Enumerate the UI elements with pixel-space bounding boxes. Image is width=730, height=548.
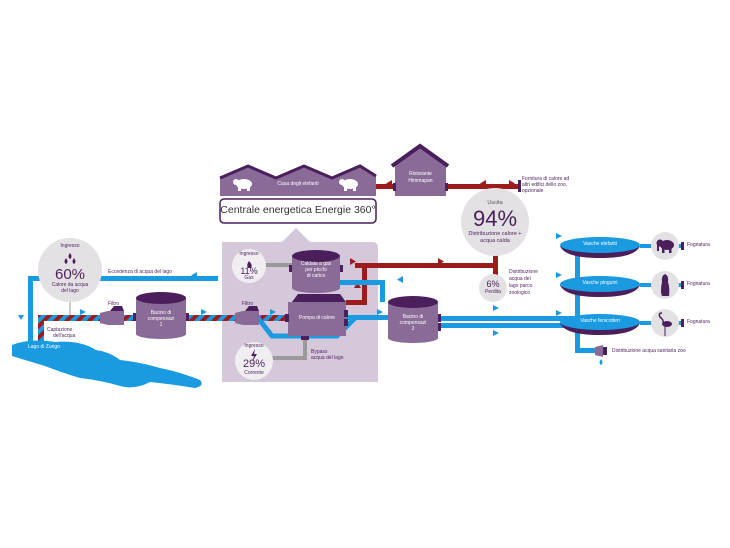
output-desc-1: Distribuzione calore + <box>468 231 522 237</box>
lake-input-percent: 60% <box>54 266 86 283</box>
filter-2 <box>235 306 259 325</box>
restaurant-label-1: Ristorante <box>409 171 432 177</box>
heat-supply-note-1: Fornitura di calore ad <box>522 176 570 182</box>
loss-label: Perdita <box>485 289 501 295</box>
pool-flamingos <box>560 314 640 335</box>
heat-pump-label: Pompa di calore <box>298 315 336 321</box>
penguin-icon <box>661 274 670 296</box>
water-intake-label-1: Captazione <box>47 327 73 333</box>
zoo-water-dist-1: Distribuzione <box>509 269 538 275</box>
lightning-icon <box>251 349 257 362</box>
flamingo-icon <box>658 312 672 336</box>
outlet-label-0: Fognatura <box>687 242 710 248</box>
filter-1 <box>100 306 124 325</box>
pool-label-0: Vasche elefanti <box>583 241 617 247</box>
lake-overflow-label: Eccedenza di acqua del lago <box>108 269 172 275</box>
elephant-house-icon-left <box>233 179 252 191</box>
elephant-house <box>219 164 377 196</box>
outlet-label-1: Fognatura <box>687 281 710 287</box>
lake-zurich <box>12 340 202 388</box>
pool-label-2: Vasche fenicotteri <box>580 318 620 324</box>
boiler-label-2: per picchi <box>305 267 327 273</box>
loss-circle <box>479 274 507 302</box>
bypass-label-1: Bypass <box>311 349 328 355</box>
basin-2-label-1: Bacino di <box>402 314 424 320</box>
power-pipe <box>272 336 307 360</box>
heat-supply-note-2: altri edifici dello zoo, <box>522 182 568 188</box>
power-input-label: Ingresso <box>244 343 264 349</box>
pool-elephants <box>560 237 640 258</box>
basin-1 <box>133 292 189 339</box>
lake-input-desc-1: Calore da acqua <box>51 282 89 288</box>
zoo-water-dist-4: zoologico <box>509 290 531 296</box>
lake-input-circle <box>38 238 102 302</box>
page-title: Centrale energetica Energie 360° <box>220 204 376 216</box>
basin-1-label-2: compensazi <box>147 316 175 322</box>
elephant-house-icon-right <box>339 179 358 191</box>
restaurant-building <box>390 143 450 196</box>
heat-supply-note-3: opzionale <box>522 188 544 194</box>
heat-pump <box>285 294 348 340</box>
outlet-label-2: Fognatura <box>687 319 710 325</box>
pool-label-1: Vasche pinguini <box>582 280 618 286</box>
zoo-water-dist-3: lago parco <box>509 283 533 289</box>
gas-boiler <box>289 250 343 293</box>
gas-input-label: Ingresso <box>239 251 259 257</box>
restaurant-label-2: Himmapan <box>408 178 433 184</box>
output-circle <box>461 188 529 256</box>
gas-pipe <box>262 263 292 267</box>
basin-1-label-1: Bacino di <box>150 310 172 316</box>
lake-input-desc-2: del lago <box>61 288 79 294</box>
basin-2-label-3: 2 <box>411 326 415 332</box>
lake-input-label: Ingresso <box>60 243 80 249</box>
sanitary-label: Distribuzione acqua sanitaria zoo <box>612 348 686 354</box>
lake-name-label: Lago di Zurigo <box>28 344 60 350</box>
power-input-percent: 29% <box>242 358 266 370</box>
output-label: Uscita <box>487 200 503 206</box>
bypass-label-2: acqua del lago <box>311 355 344 361</box>
gas-input-percent: 11% <box>240 266 258 276</box>
sanitary-tap-icon <box>595 345 607 365</box>
output-desc-2: acqua calda <box>480 238 510 244</box>
water-drops-icon <box>64 253 76 264</box>
boiler-label-3: di carico <box>306 273 326 279</box>
elephant-icon <box>656 239 674 253</box>
title-box <box>219 198 377 224</box>
filter-2-label: Filtro <box>242 301 254 307</box>
basin-1-label-3: 1 <box>159 322 163 328</box>
basin-2 <box>388 296 441 343</box>
output-percent: 94% <box>472 206 518 231</box>
gas-input-desc: Gas <box>244 275 254 281</box>
zoo-water-dist-2: acqua del <box>509 276 531 282</box>
filter-1-label: Filtro <box>108 301 120 307</box>
power-input-desc: Corrente <box>244 370 264 376</box>
water-intake-label-2: dell'acqua <box>53 333 76 339</box>
pool-penguins <box>560 276 640 297</box>
basin-2-label-2: compensazi <box>399 320 427 326</box>
power-input-circle <box>235 342 273 380</box>
elephant-house-label: Casa degli elefanti <box>277 181 319 187</box>
loss-percent: 6% <box>486 279 500 289</box>
flame-icon <box>247 261 252 268</box>
boiler-label-1: Caldaia a gas <box>300 261 332 267</box>
